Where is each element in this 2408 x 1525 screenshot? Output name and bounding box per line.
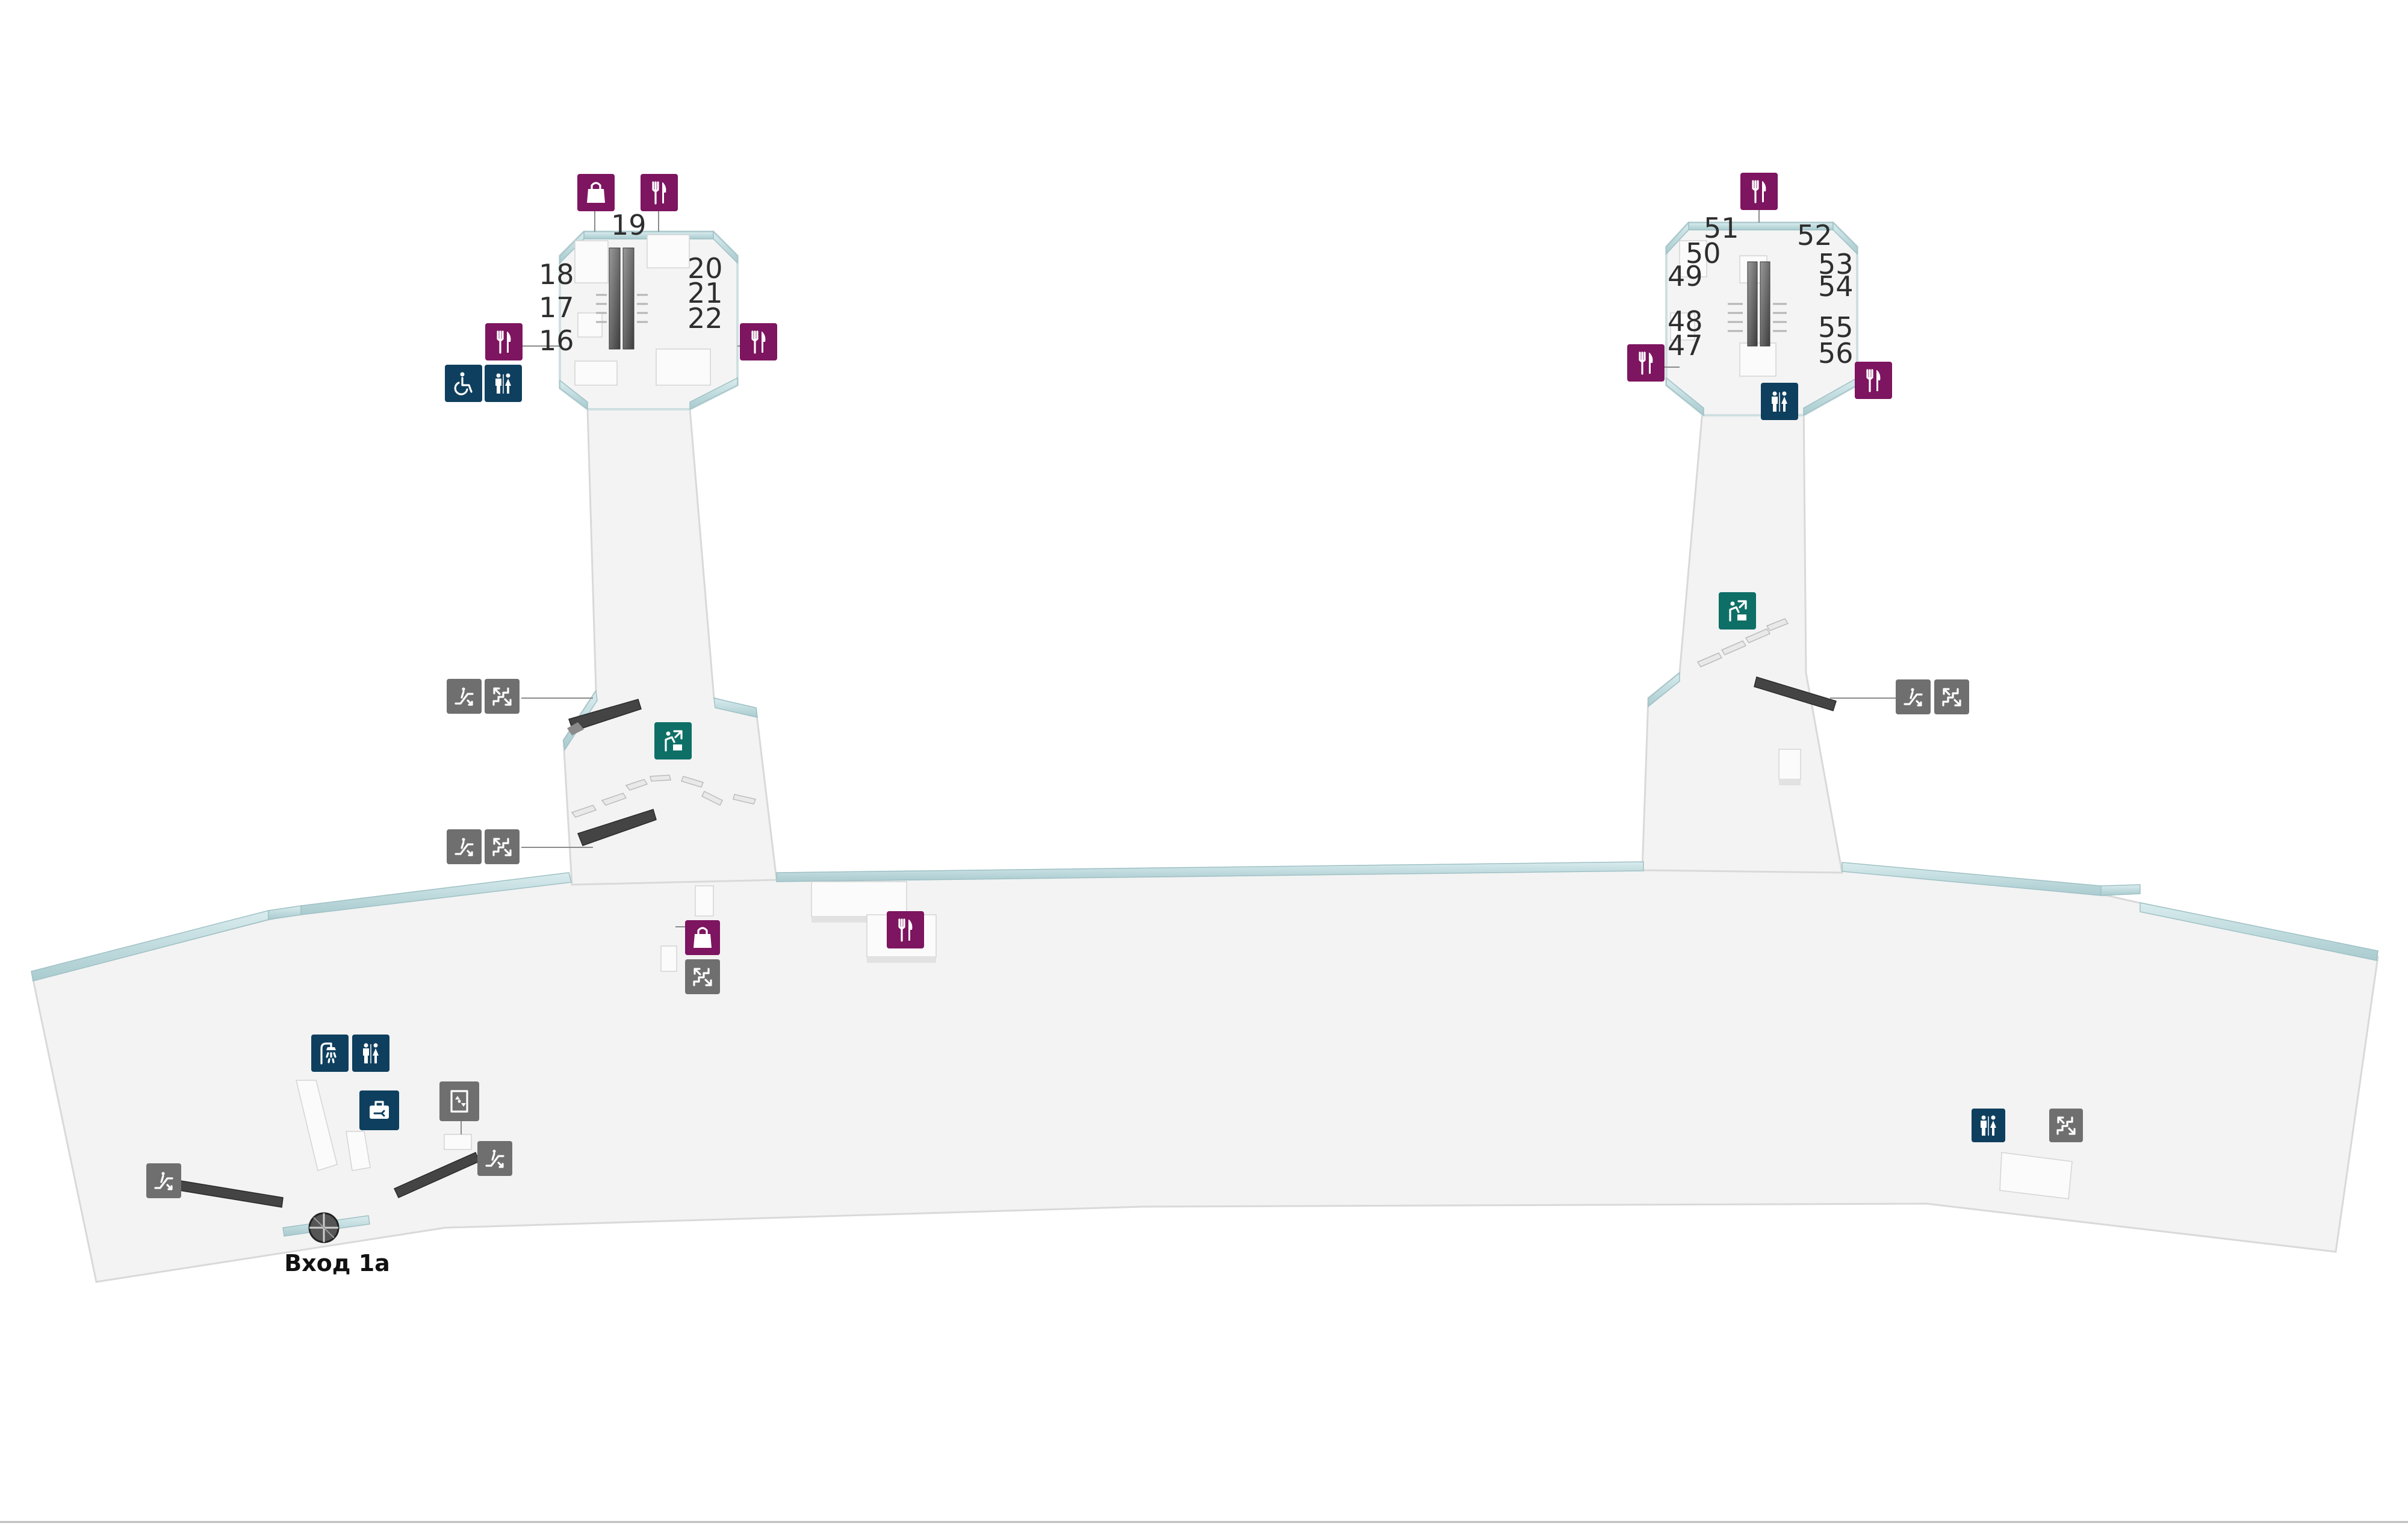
wall-left-head-l [559, 230, 585, 264]
kiosk [574, 360, 618, 386]
escalator-pin[interactable] [447, 679, 482, 714]
wall-main-right-2 [2100, 884, 2141, 896]
gate-number: 21 [687, 277, 723, 309]
stairs-pin[interactable] [485, 829, 520, 864]
escalator-pin[interactable] [146, 1163, 181, 1198]
escalator-pin[interactable] [447, 829, 482, 864]
escalator-pin[interactable] [477, 1141, 512, 1176]
gate-number: 49 [1668, 260, 1703, 292]
transfer-desk-pin[interactable] [1719, 592, 1756, 629]
restaurant-counter [811, 881, 937, 963]
gate-number: 52 [1797, 219, 1832, 252]
main-hall-kiosks [296, 749, 2073, 1199]
wall-left-head-br [689, 377, 738, 410]
kiosk [577, 312, 603, 338]
toilets-pin[interactable] [352, 1035, 389, 1072]
shower-pin[interactable] [311, 1035, 349, 1072]
shop-pin[interactable] [577, 174, 615, 211]
leader-lines [461, 194, 1896, 1134]
wall-right-head-l [1666, 221, 1689, 255]
restaurant-pin[interactable] [485, 323, 523, 360]
stairs-pin[interactable] [685, 959, 720, 994]
transfer-desk-pin[interactable] [654, 722, 692, 759]
gate-number: 51 [1704, 212, 1739, 244]
map-pins [146, 173, 2083, 1198]
kiosk [656, 348, 711, 386]
shop-pin[interactable] [685, 920, 720, 955]
gate-numbers-right-pier: 47 48 49 50 51 52 53 54 55 56 [1668, 212, 1854, 370]
toilets-pin[interactable] [1761, 383, 1798, 420]
escalator-left-pier-lower [577, 809, 657, 846]
restaurant-pin[interactable] [740, 323, 777, 360]
restaurant-pin[interactable] [1855, 362, 1892, 399]
left-pier-head-interior [574, 234, 711, 386]
accessible-toilet-pin[interactable] [445, 365, 482, 402]
stairs-pin[interactable] [1934, 679, 1969, 714]
seating-right-pier [1696, 618, 1789, 667]
gate-number: 55 [1818, 311, 1854, 344]
service-block-left [296, 1080, 472, 1171]
escalator-left-pier-upper-ramp [567, 722, 584, 735]
gate-number: 17 [539, 291, 574, 324]
gate-number: 48 [1668, 305, 1703, 338]
restaurant-pin[interactable] [887, 911, 924, 948]
gate-number: 18 [539, 258, 574, 291]
gate-numbers-left-pier: 16 17 18 19 20 21 22 [539, 209, 723, 357]
gate-number: 16 [539, 324, 574, 357]
left-pier-floor [562, 408, 778, 886]
toilets-icon [1771, 391, 1788, 412]
kiosk [647, 234, 690, 268]
gate-number: 19 [611, 209, 647, 241]
seating-left-pier [571, 775, 757, 818]
restaurant-pin[interactable] [1740, 173, 1778, 210]
kiosk [1670, 312, 1695, 341]
entrance-label: Вход 1а [284, 1250, 390, 1276]
baggage-pin[interactable] [359, 1090, 399, 1130]
kiosk [1739, 342, 1777, 377]
gate-number: 53 [1818, 248, 1854, 280]
wall-left-pier-a [713, 698, 758, 718]
kiosk-left-pier-small [660, 885, 714, 972]
toilets-icon [495, 373, 512, 394]
gate-number: 47 [1668, 329, 1703, 362]
escalator-right-pier [1754, 676, 1837, 711]
kiosk [574, 240, 609, 283]
escalator-pin[interactable] [1896, 679, 1931, 714]
escalator-left-head [609, 247, 635, 350]
wall-left-head-bl [559, 379, 588, 410]
restaurant-pin[interactable] [1627, 344, 1665, 382]
wall-left-head-r [713, 230, 738, 264]
kiosk-right-pier [1778, 749, 1801, 785]
entrance-1a[interactable]: Вход 1а [282, 1212, 390, 1276]
gate-number: 54 [1818, 270, 1854, 303]
wall-main-left-3 [300, 872, 572, 915]
kiosk-right-main [1999, 1152, 2073, 1199]
kiosk [1679, 240, 1707, 277]
main-hall-floor [32, 867, 2379, 1283]
gate-number: 56 [1818, 337, 1854, 370]
right-pier-head-interior [1670, 240, 1787, 377]
elevator-pin[interactable] [439, 1081, 479, 1121]
right-pier-floor [1641, 396, 1843, 874]
toilets-pin[interactable] [485, 365, 522, 402]
restaurant-pin[interactable] [641, 174, 678, 211]
wall-main-center [776, 861, 1644, 882]
escalators [179, 676, 1837, 1208]
stairs-pin[interactable] [2049, 1109, 2083, 1142]
toilets-pin[interactable] [1972, 1109, 2005, 1142]
wall-right-head-r [1832, 221, 1858, 255]
toilets-icon [1980, 1115, 1997, 1136]
wall-right-pier-a [1648, 672, 1680, 708]
gate-number: 20 [687, 252, 723, 285]
stairs-pin[interactable] [485, 679, 520, 714]
entrance-door-icon [308, 1212, 340, 1243]
gate-number: 50 [1686, 237, 1721, 270]
wall-main-right-3 [2140, 902, 2379, 961]
gate-number: 22 [687, 302, 723, 335]
glass-walls [31, 221, 2379, 982]
toilets-icon [362, 1042, 379, 1064]
escalator-right-head [1747, 261, 1770, 347]
wall-right-head-bl [1666, 377, 1704, 416]
